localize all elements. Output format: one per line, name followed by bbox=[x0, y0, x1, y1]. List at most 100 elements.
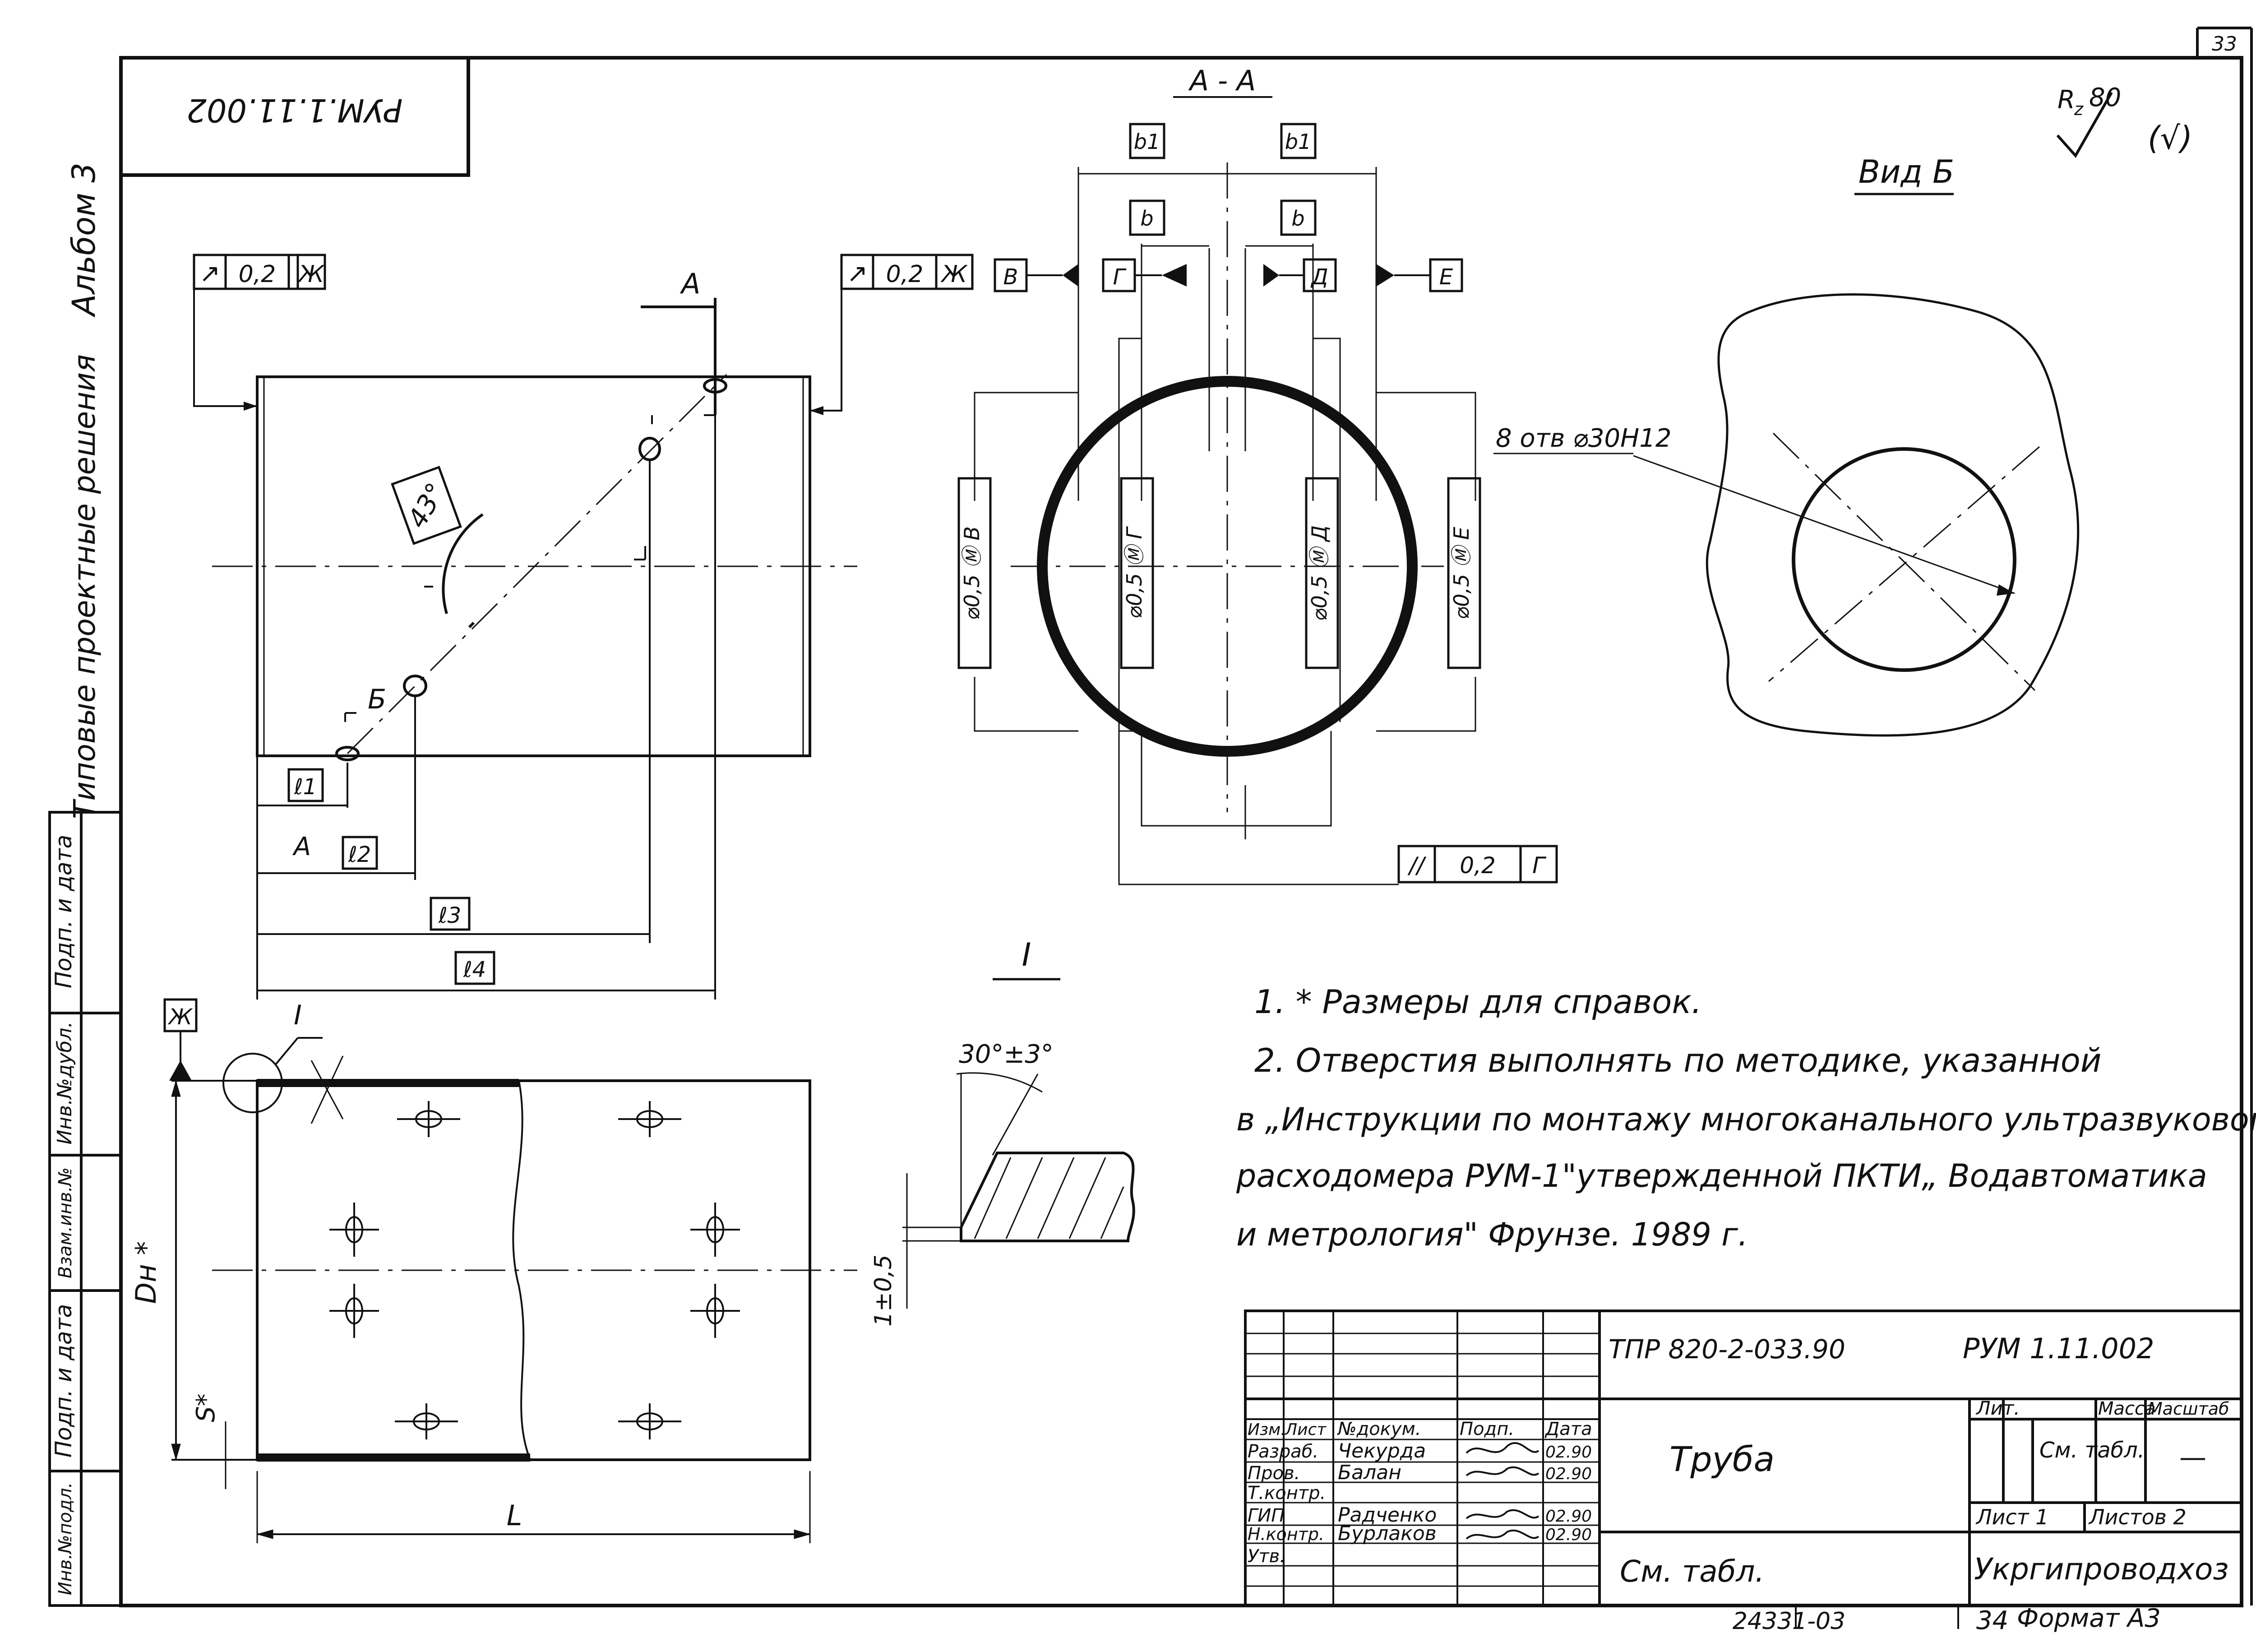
svg-text:0,2: 0,2 bbox=[1460, 852, 1496, 879]
svg-text:z: z bbox=[2074, 99, 2084, 119]
datum-flags: В Г Д Е bbox=[994, 258, 1463, 292]
svg-text:02.90: 02.90 bbox=[1545, 1526, 1592, 1544]
stamp-orig: Инв.№подл. bbox=[55, 1482, 76, 1596]
detail-I-label: I bbox=[1022, 936, 1031, 973]
holes-note: 8 отв ⌀30Н12 bbox=[1496, 424, 1671, 453]
svg-text:0,2: 0,2 bbox=[239, 261, 276, 288]
svg-text:Масса: Масса bbox=[2098, 1398, 2156, 1419]
detail-dim: 1±0,5 bbox=[870, 1254, 897, 1326]
svg-text:Н.контр.: Н.контр. bbox=[1248, 1524, 1324, 1544]
svg-text:расходомера РУМ-1"утвержденной: расходомера РУМ-1"утвержденной ПКТИ„ Вод… bbox=[1236, 1157, 2207, 1194]
view-b-label: Вид Б bbox=[1858, 153, 1954, 190]
svg-text:Е: Е bbox=[1439, 264, 1453, 290]
section-dims: b1 b1 b b bbox=[1129, 123, 1317, 236]
svg-text:↗: ↗ bbox=[847, 259, 868, 288]
svg-text:80: 80 bbox=[2089, 83, 2121, 112]
sheet-number: 33 bbox=[2212, 32, 2237, 56]
svg-text:↗: ↗ bbox=[199, 259, 221, 288]
runout-tolerance-right: ↗ 0,2 Ж bbox=[810, 254, 974, 415]
part-name: Труба bbox=[1669, 1439, 1775, 1479]
svg-text:Г: Г bbox=[1532, 852, 1547, 879]
svg-text:В: В bbox=[1003, 264, 1018, 290]
svg-text:(√): (√) bbox=[2148, 120, 2192, 157]
svg-text:0,2: 0,2 bbox=[886, 261, 924, 288]
svg-text:b: b bbox=[1140, 206, 1153, 231]
runout-tolerance-left: ↗ 0,2 Ж bbox=[193, 254, 325, 411]
section-label: А - А bbox=[1188, 64, 1256, 97]
dim-labels: ℓ1 А ℓ2 ℓ3 ℓ4 bbox=[287, 768, 495, 985]
detail-I-callout: I bbox=[294, 1000, 302, 1031]
code-box bbox=[119, 56, 470, 177]
svg-text:R: R bbox=[2057, 85, 2075, 115]
svg-text:02.90: 02.90 bbox=[1545, 1465, 1592, 1483]
stamp-sign-2: Подп. и дата bbox=[51, 1304, 77, 1458]
svg-text:Изм.: Изм. bbox=[1248, 1421, 1286, 1439]
detail-I bbox=[902, 1072, 1135, 1309]
bottom-page: 34 bbox=[1976, 1606, 2008, 1635]
side-holes bbox=[329, 1101, 740, 1439]
roughness-symbol: R z 80 (√) bbox=[2056, 83, 2192, 158]
svg-text:⌀0,5 Ⓜ Г: ⌀0,5 Ⓜ Г bbox=[1122, 526, 1146, 619]
pipe-top-view bbox=[212, 298, 857, 761]
bottom-number: 24331-03 bbox=[1733, 1608, 1845, 1635]
datum-zh: Ж bbox=[163, 998, 198, 1081]
svg-text:№докум.: №докум. bbox=[1337, 1419, 1421, 1439]
svg-text:ℓ2: ℓ2 bbox=[348, 842, 371, 867]
svg-text:1. * Размеры для справок.: 1. * Размеры для справок. bbox=[1254, 983, 1702, 1021]
dim-S: S* bbox=[191, 1393, 221, 1422]
svg-text:ℓ4: ℓ4 bbox=[463, 957, 486, 982]
stamp-replace: Взам.инв.№ bbox=[55, 1167, 76, 1278]
view-b bbox=[1633, 293, 2080, 737]
doc-code: РУМ 1.11.002 bbox=[1963, 1332, 2154, 1365]
svg-text:Д: Д bbox=[1310, 264, 1328, 290]
mass-value: См. табл. bbox=[2039, 1438, 2145, 1463]
svg-text:Утв.: Утв. bbox=[1248, 1546, 1285, 1567]
material: См. табл. bbox=[1620, 1554, 1765, 1589]
stamp-dup: Инв.№дубл. bbox=[53, 1021, 76, 1144]
svg-text:Подп.: Подп. bbox=[1460, 1419, 1514, 1439]
svg-text:Лист 1: Лист 1 bbox=[1975, 1505, 2048, 1529]
svg-text:b: b bbox=[1291, 206, 1304, 231]
rotated-title-code: РУМ.1.11.002 bbox=[186, 92, 402, 129]
parallel-tolerance: // 0,2 Г bbox=[1397, 845, 1558, 884]
series-label: Типовые проектные решения bbox=[67, 354, 102, 819]
album-label: Альбом 3 bbox=[65, 162, 102, 317]
svg-text:Г: Г bbox=[1113, 264, 1127, 290]
notes: 1. * Размеры для справок. 2. Отверстия в… bbox=[1236, 983, 2256, 1253]
svg-text:Чекурда: Чекурда bbox=[1338, 1439, 1426, 1462]
svg-text:в „Инструкции по монтажу много: в „Инструкции по монтажу многоканального… bbox=[1236, 1101, 2256, 1138]
svg-text:ℓ3: ℓ3 bbox=[438, 903, 461, 928]
organization: Укргипроводхоз bbox=[1974, 1552, 2228, 1587]
svg-text:и метрология" Фрунзе. 1989 г.: и метрология" Фрунзе. 1989 г. bbox=[1236, 1216, 1748, 1253]
dims-l bbox=[256, 393, 716, 1000]
section-aa bbox=[974, 162, 1476, 885]
svg-text:Лит.: Лит. bbox=[1975, 1397, 2020, 1419]
svg-text:Разраб.: Разраб. bbox=[1248, 1441, 1318, 1462]
label-B: Б bbox=[368, 684, 386, 715]
svg-text:02.90: 02.90 bbox=[1545, 1507, 1592, 1526]
detail-angle: 30°±3° bbox=[959, 1040, 1054, 1069]
project-code: ТПР 820-2-033.90 bbox=[1609, 1334, 1845, 1365]
position-tolerances: ⌀0,5 Ⓜ В ⌀0,5 Ⓜ Г ⌀0,5 Ⓜ Д ⌀0,5 Ⓜ Е bbox=[957, 477, 1481, 669]
dim-L: L bbox=[507, 1499, 522, 1532]
svg-text:А: А bbox=[292, 832, 311, 861]
svg-text:Дата: Дата bbox=[1544, 1419, 1592, 1439]
svg-text:⌀0,5 Ⓜ Д: ⌀0,5 Ⓜ Д bbox=[1307, 525, 1331, 621]
title-block-text: ТПР 820-2-033.90 РУМ 1.11.002 Изм. Лист … bbox=[1248, 1332, 2229, 1589]
svg-text:Масштаб: Масштаб bbox=[2148, 1399, 2229, 1419]
svg-text:b1: b1 bbox=[1134, 130, 1160, 154]
svg-text:Балан: Балан bbox=[1338, 1461, 1401, 1484]
svg-text:Бурлаков: Бурлаков bbox=[1338, 1522, 1437, 1545]
scale-value: — bbox=[2179, 1442, 2206, 1473]
svg-text:Радченко: Радченко bbox=[1338, 1504, 1437, 1527]
pipe-side-view bbox=[171, 1037, 857, 1543]
svg-text:Ж: Ж bbox=[940, 261, 968, 288]
left-stamp bbox=[48, 811, 122, 1607]
stamp-sign-1: Подп. и дата bbox=[51, 835, 77, 989]
title-block bbox=[1244, 1310, 2243, 1607]
svg-text:Ж: Ж bbox=[297, 261, 325, 288]
svg-text://: // bbox=[1407, 852, 1427, 879]
svg-text:⌀0,5 Ⓜ Е: ⌀0,5 Ⓜ Е bbox=[1449, 527, 1474, 619]
svg-text:b1: b1 bbox=[1285, 130, 1311, 154]
